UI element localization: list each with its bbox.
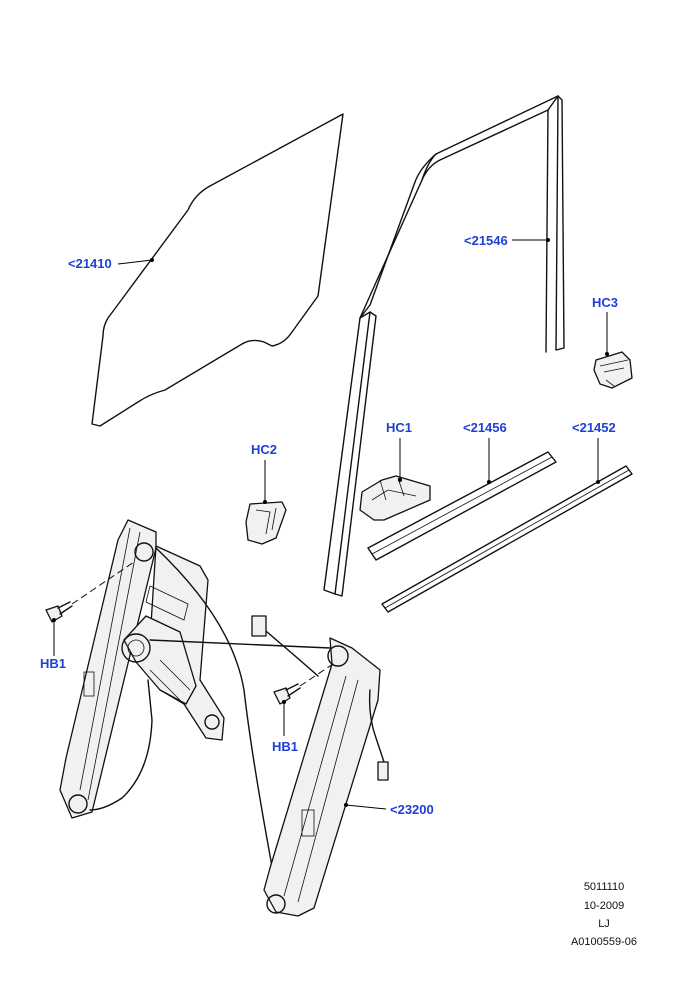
callout-label-hc3: HC3 — [592, 295, 618, 310]
callout-hb1-left: HB1 — [40, 618, 66, 671]
callout-hc2: HC2 — [251, 442, 277, 504]
callout-hc3: HC3 — [592, 295, 618, 356]
callout-label-belt-outer: <21452 — [572, 420, 616, 435]
callout-belt-inner: <21456 — [463, 420, 507, 484]
drawing-initials: LJ — [598, 918, 610, 930]
glass-run-channel-part[interactable] — [323, 95, 565, 597]
callout-label-hb1-right: HB1 — [272, 739, 298, 754]
callout-label-regulator: <23200 — [390, 802, 434, 817]
drawing-number: 5011110 — [584, 881, 624, 893]
clip-hc3-part[interactable] — [593, 351, 633, 389]
callout-label-glass: <21410 — [68, 256, 112, 271]
clip-hc1-part[interactable] — [359, 475, 431, 521]
callout-label-run-channel: <21546 — [464, 233, 508, 248]
window-regulator-part[interactable] — [59, 519, 389, 917]
callout-glass: <21410 — [68, 256, 154, 271]
callout-label-belt-inner: <21456 — [463, 420, 507, 435]
drawing-reference-code: A0100559-06 — [571, 936, 637, 948]
bolt-hb1-right-part[interactable] — [273, 661, 337, 705]
callout-label-hc2: HC2 — [251, 442, 277, 457]
callout-label-hb1-left: HB1 — [40, 656, 66, 671]
door-glass-part[interactable] — [91, 113, 344, 427]
drawing-date: 10-2009 — [584, 900, 624, 912]
outer-belt-weatherstrip-part[interactable] — [381, 465, 633, 613]
callout-label-hc1: HC1 — [386, 420, 412, 435]
callout-run-channel: <21546 — [464, 233, 550, 248]
drawing-reference-block: 5011110 10-2009 LJ A0100559-06 — [571, 881, 637, 948]
callout-regulator: <23200 — [344, 802, 434, 817]
inner-belt-weatherstrip-part[interactable] — [367, 451, 557, 561]
bolt-hb1-left-part[interactable] — [45, 561, 135, 623]
callout-belt-outer: <21452 — [572, 420, 616, 484]
clip-hc2-part[interactable] — [245, 501, 287, 545]
callout-hc1: HC1 — [386, 420, 412, 482]
callout-hb1-right: HB1 — [272, 700, 298, 754]
